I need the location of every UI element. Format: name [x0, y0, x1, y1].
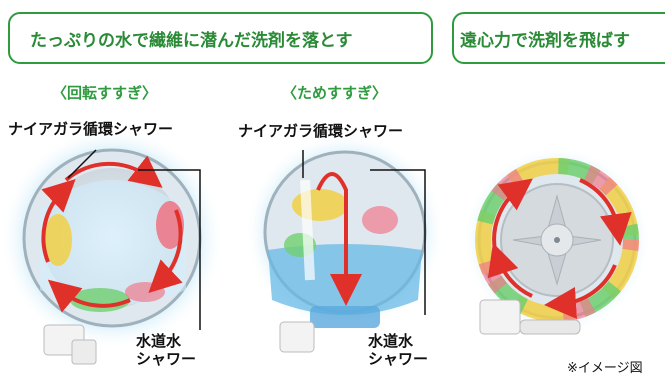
header-right-box: 遠心力で洗剤を飛ばす [452, 12, 665, 64]
panel-title-rotating: 〈回転すすぎ〉 [52, 84, 158, 102]
header-right-text: 遠心力で洗剤を飛ばす [460, 31, 630, 51]
washing-drum-rotating-rinse-icon [0, 126, 224, 365]
panel-title-tank: 〈ためすすぎ〉 [282, 84, 388, 102]
shower-label-tank: ナイアガラ循環シャワー [238, 122, 404, 140]
shower-label-rotating: ナイアガラ循環シャワー [8, 120, 174, 138]
tap-label-rotating: 水道水 シャワー [136, 332, 196, 368]
tap-label-tank: 水道水 シャワー [368, 332, 428, 368]
tap-label-rotating-line1: 水道水 [136, 332, 182, 350]
tap-label-tank-line1: 水道水 [368, 332, 414, 350]
washing-drum-spin-icon [463, 146, 651, 335]
tap-label-rotating-line2: シャワー [136, 350, 197, 368]
header-left-text: たっぷりの水で繊維に潜んだ洗剤を落とす [30, 31, 353, 51]
image-note: ※イメージ図 [567, 361, 643, 376]
header-left-box: たっぷりの水で繊維に潜んだ洗剤を落とす [8, 12, 433, 64]
tap-label-tank-line2: シャワー [368, 350, 429, 368]
washing-drum-tank-rinse-icon [245, 132, 445, 353]
